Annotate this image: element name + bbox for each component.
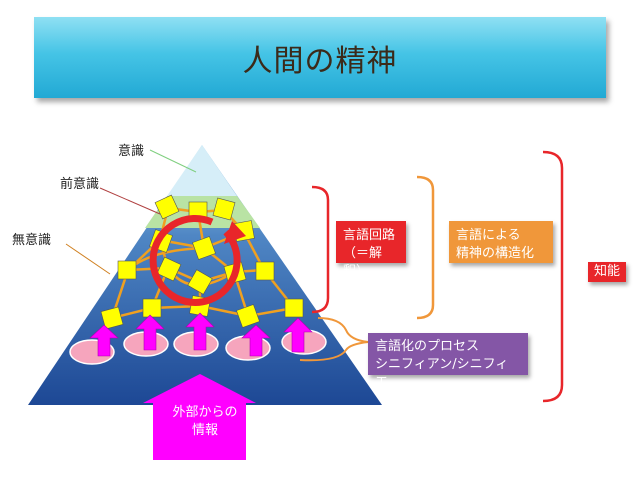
node xyxy=(284,298,304,318)
language-circuit-line1: 言語回路 xyxy=(343,228,396,243)
node xyxy=(154,194,180,220)
up-arrow xyxy=(241,324,271,357)
external-info-arrow xyxy=(143,374,256,460)
node xyxy=(192,236,216,260)
cycle-arrowhead xyxy=(224,221,246,244)
preconscious-pointer xyxy=(99,187,161,215)
title-banner: 人間の精神 xyxy=(34,17,606,98)
node xyxy=(255,261,275,281)
external-info-line2: 情報 xyxy=(191,423,218,438)
intelligence-box: 知能 xyxy=(588,262,626,282)
preconscious-label: 前意識 xyxy=(60,177,100,192)
up-arrow xyxy=(89,324,119,357)
structuring-line2: 精神の構造化 xyxy=(456,246,535,261)
page-title: 人間の精神 xyxy=(242,43,398,79)
network-nodes xyxy=(100,194,304,330)
structuring-bracket xyxy=(416,175,435,320)
node xyxy=(142,298,162,318)
up-arrow xyxy=(185,312,215,351)
conscious-layer xyxy=(167,145,237,196)
input-ellipse xyxy=(225,335,271,361)
node xyxy=(100,306,124,330)
structuring-line1: 言語による xyxy=(456,228,521,243)
verbalization-process-box: 言語化のプロセス シニフィアン/シニフィエ xyxy=(368,333,528,390)
intelligence-bracket xyxy=(542,150,564,403)
conscious-pointer xyxy=(149,149,197,173)
input-arrows xyxy=(89,312,313,357)
structuring-box: 言語による 精神の構造化 xyxy=(449,221,553,263)
process-line2: シニフィアン/シニフィエ xyxy=(375,357,509,390)
node xyxy=(187,269,213,295)
up-arrow xyxy=(135,314,165,351)
process-line1: 言語化のプロセス xyxy=(375,339,480,354)
process-bracket xyxy=(317,317,369,343)
cycle-arrow xyxy=(149,214,241,306)
node xyxy=(236,304,260,328)
language-circuit-bracket xyxy=(311,185,330,314)
external-info-label: 外部からの 情報 xyxy=(130,404,280,440)
node xyxy=(117,260,137,280)
up-arrow xyxy=(283,317,313,353)
language-circuit-line2: （＝解釈） xyxy=(343,246,383,279)
language-circuit-box: 言語回路 （＝解釈） xyxy=(336,221,406,279)
node xyxy=(212,197,236,221)
node xyxy=(156,256,182,282)
unconscious-label: 無意識 xyxy=(12,233,52,248)
conscious-label: 意識 xyxy=(118,144,145,159)
unconscious-pointer xyxy=(65,243,111,275)
external-info-line1: 外部からの xyxy=(172,405,238,420)
process-bracket-lower xyxy=(299,341,369,362)
